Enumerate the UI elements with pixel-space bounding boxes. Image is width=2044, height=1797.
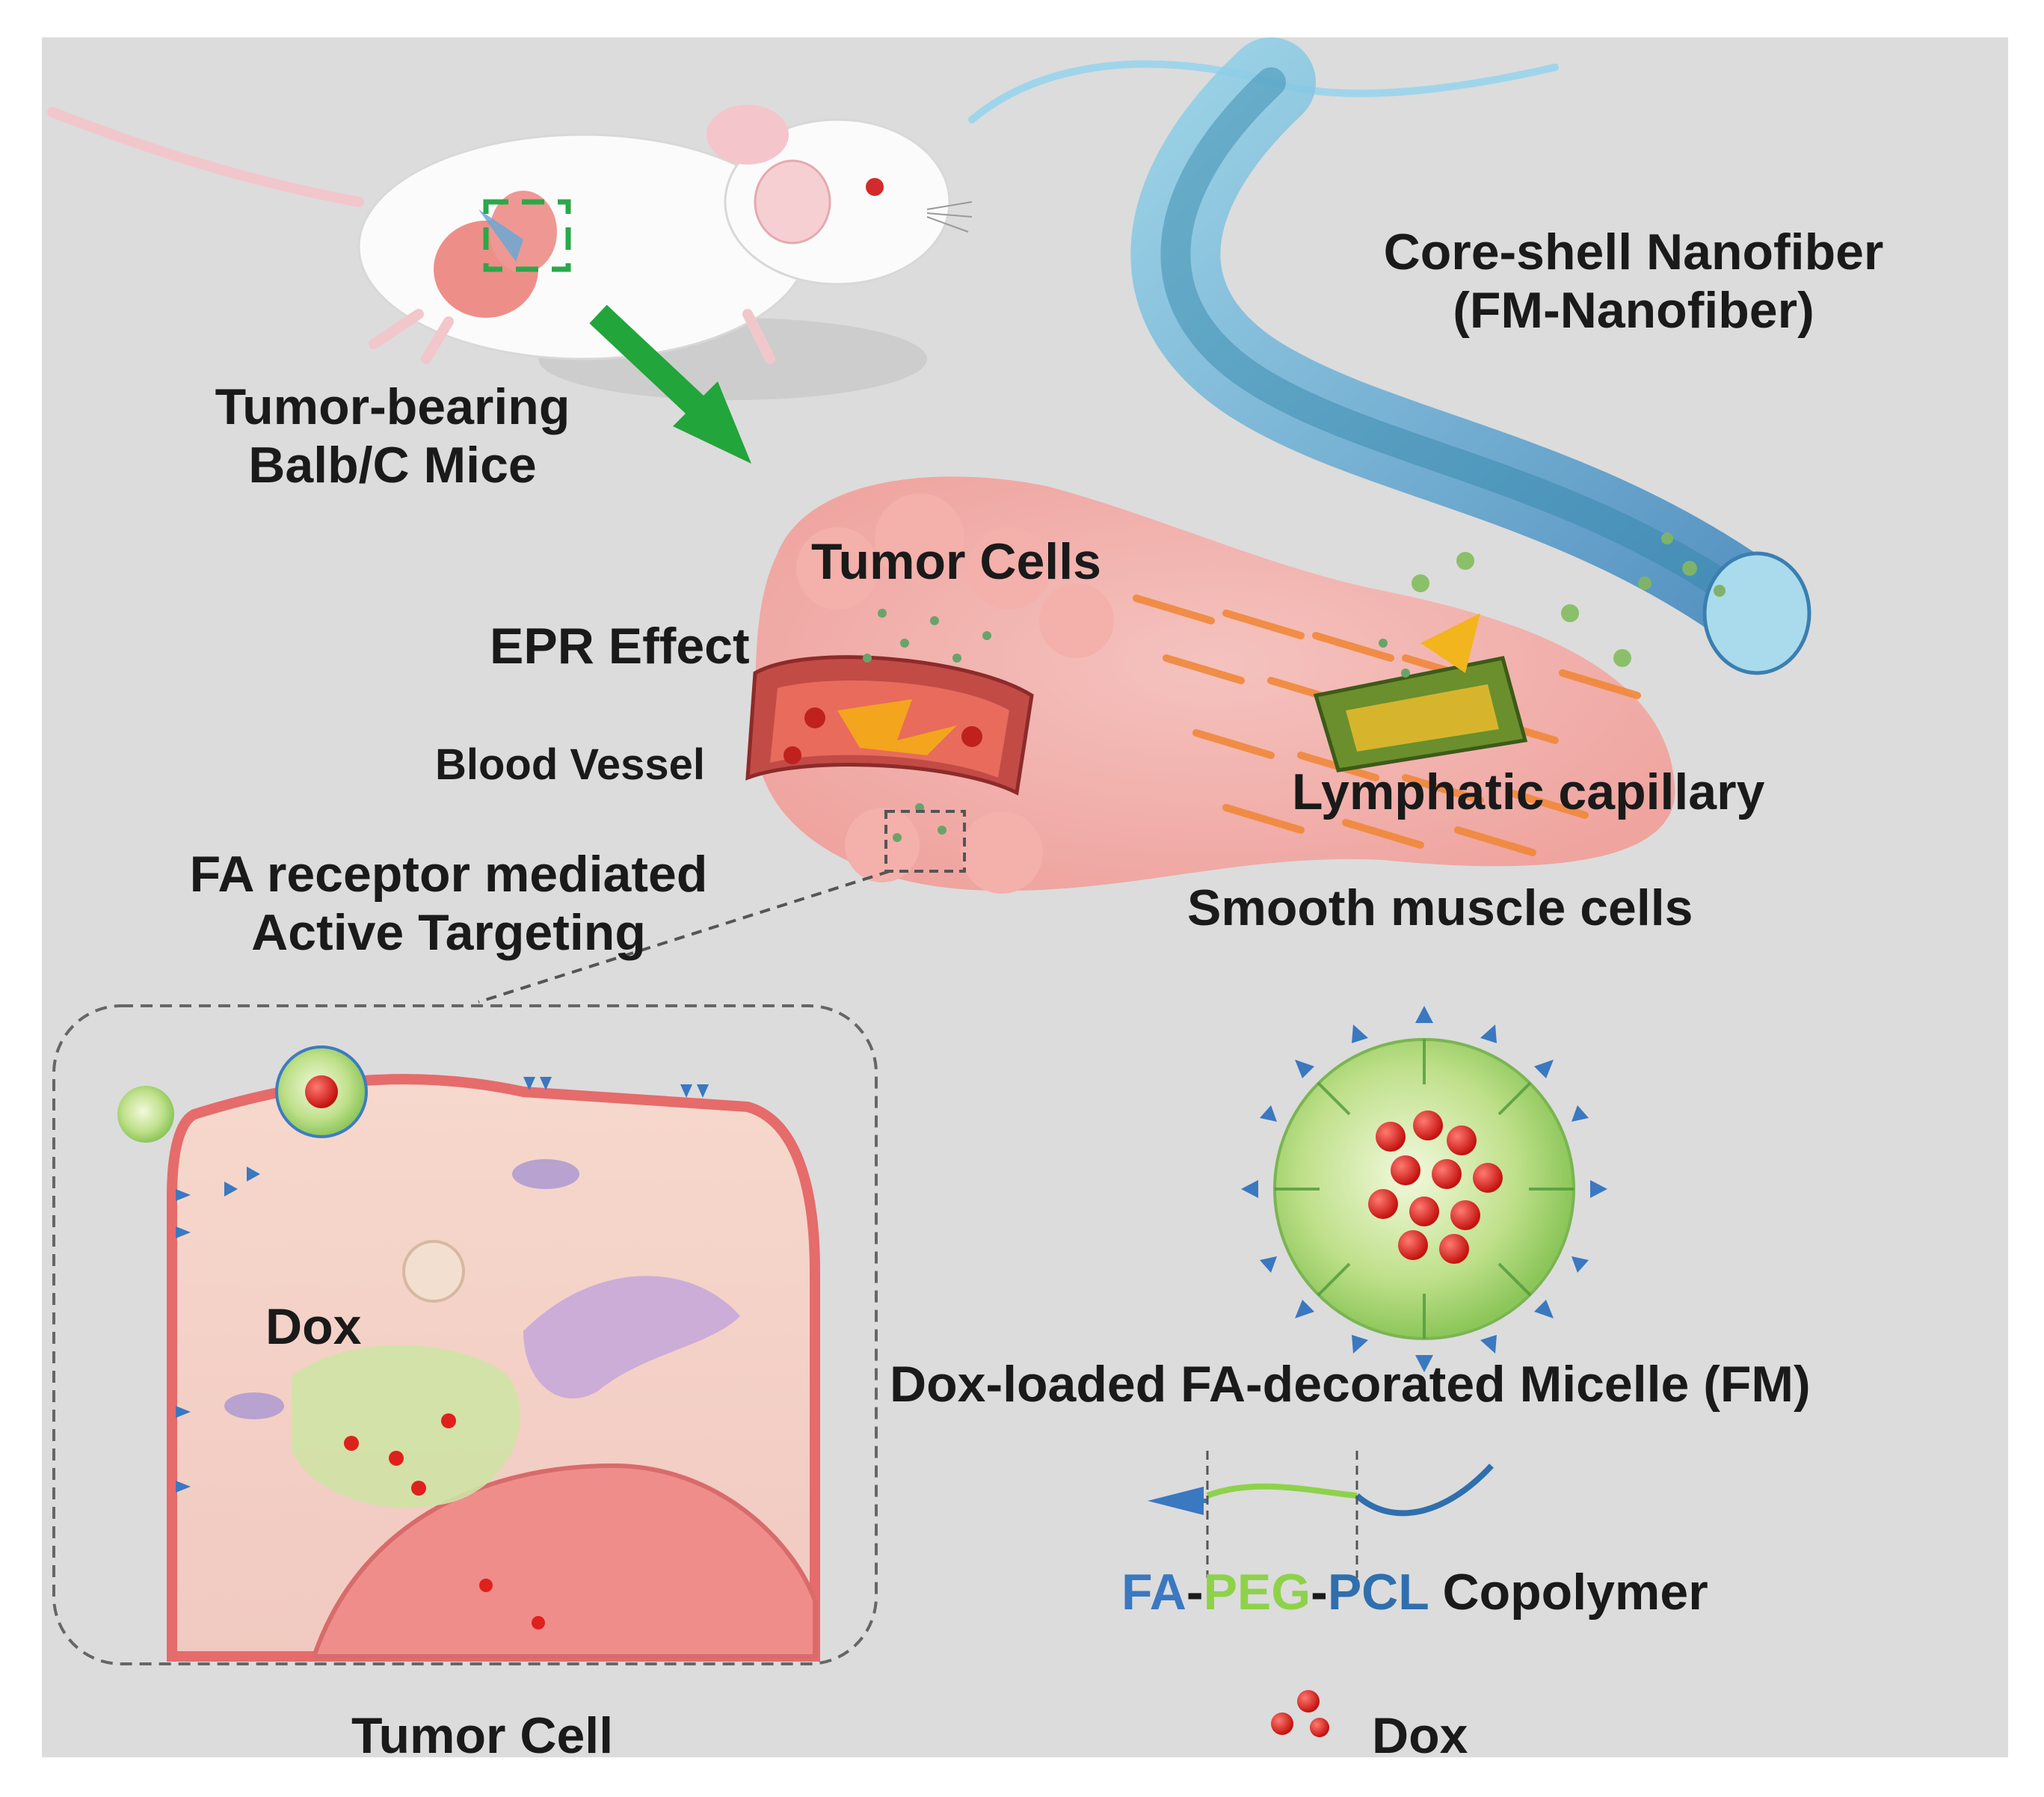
- lymphatic-capillary-label: Lymphatic capillary: [1292, 764, 1765, 820]
- copolymer-peg: PEG: [1203, 1564, 1311, 1621]
- tumor-tissue-illustration: [745, 476, 1675, 894]
- copolymer-dash-1: -: [1186, 1564, 1204, 1621]
- mouse-label: Tumor-bearing Balb/C Mice: [172, 378, 613, 494]
- nanofiber-label-line1: Core-shell Nanofiber: [1383, 224, 1884, 280]
- copolymer-label: FA-PEG-PCL Copolymer: [1121, 1563, 1708, 1621]
- blood-vessel-label: Blood Vessel: [435, 740, 706, 789]
- nanofiber-illustration: [968, 37, 1811, 675]
- green-arrow-icon: [589, 304, 751, 464]
- targeting-label-line1: FA receptor mediated: [189, 846, 708, 903]
- copolymer-fa: FA: [1121, 1564, 1186, 1621]
- epr-effect-label: EPR Effect: [490, 618, 750, 675]
- mouse-illustration: [47, 105, 973, 400]
- micelle-caption: Dox-loaded FA-decorated Micelle (FM): [890, 1356, 1811, 1413]
- dox-legend-icon: [1271, 1690, 1329, 1737]
- copolymer-diagram: [1148, 1451, 1494, 1578]
- dox-inset-label: Dox: [265, 1298, 362, 1355]
- micelle-illustration: [1241, 1006, 1607, 1372]
- copolymer-pcl: PCL: [1327, 1564, 1429, 1621]
- tumor-cell-label: Tumor Cell: [351, 1707, 614, 1764]
- tumor-cell-inset: [52, 1004, 878, 1665]
- nanofiber-label-line2: (FM-Nanofiber): [1453, 282, 1814, 340]
- dox-legend-label: Dox: [1372, 1707, 1468, 1764]
- copolymer-dash-2: -: [1311, 1564, 1328, 1621]
- smooth-muscle-label: Smooth muscle cells: [1187, 879, 1693, 936]
- nanofiber-label: Core-shell Nanofiber (FM-Nanofiber): [1323, 223, 1944, 340]
- targeting-label-line2: Active Targeting: [251, 904, 646, 962]
- targeting-label: FA receptor mediated Active Targeting: [127, 845, 770, 962]
- mouse-label-line2: Balb/C Mice: [248, 437, 537, 494]
- tumor-cells-label: Tumor Cells: [811, 533, 1101, 590]
- mouse-label-line1: Tumor-bearing: [215, 378, 570, 435]
- blood-vessel-icon: [745, 655, 1034, 796]
- lymphatic-capillary-icon: [1313, 613, 1528, 772]
- copolymer-suffix: Copolymer: [1428, 1564, 1708, 1621]
- zoom-connector: [478, 870, 890, 1004]
